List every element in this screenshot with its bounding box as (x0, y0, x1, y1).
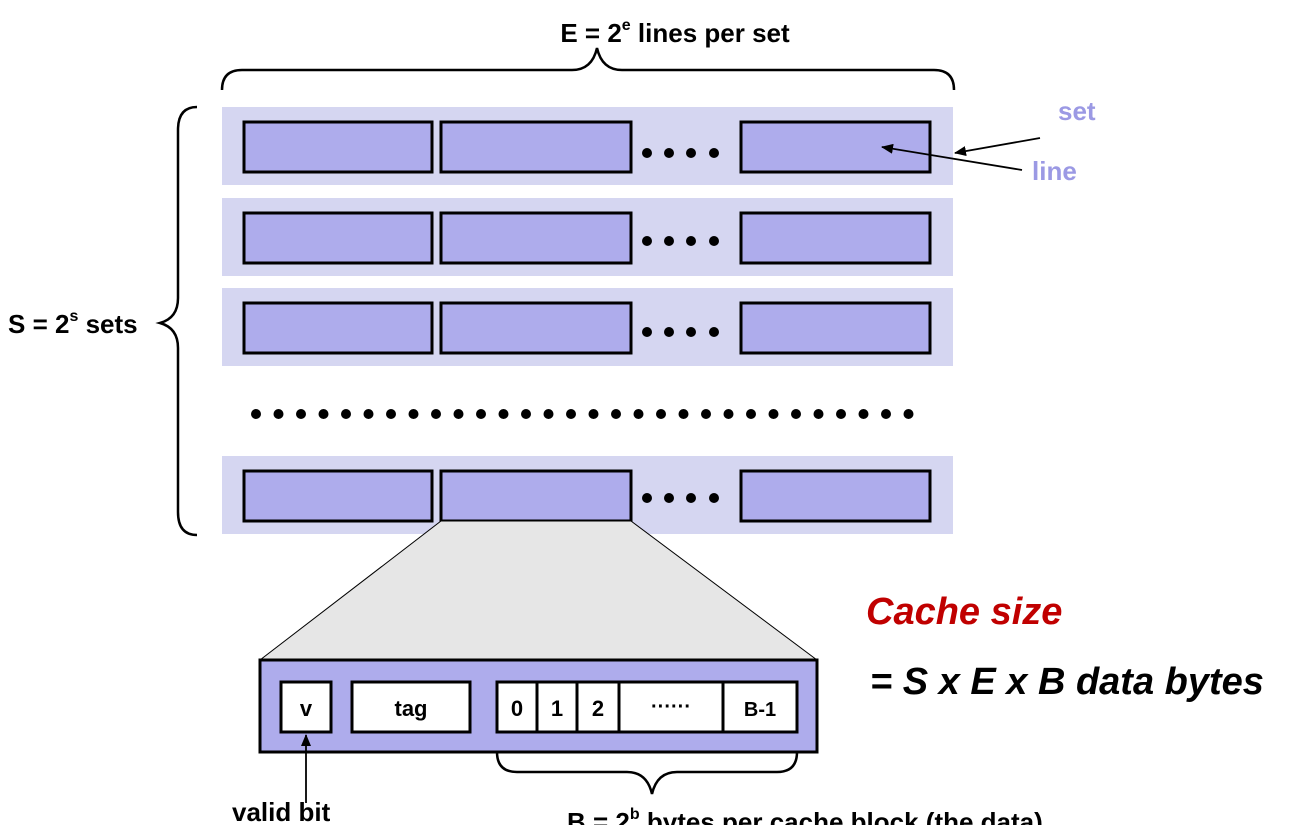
sets-label: S = 2s sets (8, 308, 138, 339)
cache-line-box (242, 301, 434, 355)
ellipsis-dots (642, 148, 719, 158)
zoom-projection (258, 520, 819, 661)
cache-line-box (739, 469, 932, 523)
cache-line-box (242, 120, 434, 174)
set-arrow (954, 137, 1041, 157)
byte-cell: 1 (551, 696, 563, 721)
ellipsis-dot (678, 409, 689, 419)
ellipsis-dot (273, 409, 284, 419)
cache-line-box (739, 120, 932, 174)
lines-per-set-label: E = 2e lines per set (560, 17, 790, 48)
ellipsis-dot (566, 409, 576, 419)
ellipsis-dot (768, 409, 779, 419)
ellipsis-dot (408, 409, 419, 419)
set-row (222, 107, 953, 185)
cache-line-box (439, 301, 633, 355)
byte-ellipsis: ······ (651, 696, 691, 718)
set-row (222, 198, 953, 276)
tag-cell (350, 680, 472, 734)
data-block (495, 680, 799, 734)
ellipsis-dot (341, 409, 351, 419)
ellipsis-dot (858, 409, 869, 419)
ellipsis-dot (836, 409, 846, 419)
ellipsis-dots (642, 327, 719, 337)
ellipsis-dot (656, 409, 666, 419)
ellipsis-dot (431, 409, 441, 419)
ellipsis-dot (318, 409, 329, 419)
valid-bit-cell (279, 680, 333, 734)
lines-brace (220, 47, 956, 91)
byte-cell: B-1 (744, 699, 776, 721)
cache-line-box (439, 211, 633, 265)
cache-size-formula: = S x E x B data bytes (870, 661, 1264, 703)
byte-cell: 2 (592, 696, 604, 721)
valid-bit-text: v (300, 696, 313, 721)
ellipsis-dot (386, 409, 396, 419)
set-label: set (1058, 96, 1096, 126)
cache-line-box (739, 301, 932, 355)
ellipsis-dot (588, 409, 599, 419)
ellipsis-dot (701, 409, 711, 419)
ellipsis-dot (813, 409, 824, 419)
bytes-brace (495, 751, 799, 795)
set-row (222, 288, 953, 366)
ellipsis-dot (296, 409, 306, 419)
line-label: line (1032, 156, 1077, 186)
ellipsis-dot (363, 409, 374, 419)
tag-text: tag (395, 696, 428, 721)
cache-size-title: Cache size (866, 591, 1062, 633)
bytes-per-block-label: B = 2b bytes per cache block (the data) (567, 806, 1043, 825)
ellipsis-dot (521, 409, 531, 419)
sets-ellipsis-dots (251, 409, 914, 419)
ellipsis-dot (611, 409, 621, 419)
ellipsis-dot (746, 409, 756, 419)
ellipsis-dot (633, 409, 644, 419)
ellipsis-dot (251, 409, 261, 419)
ellipsis-dot (476, 409, 486, 419)
valid-bit-label: valid bit (232, 797, 331, 825)
line-arrow (881, 143, 1023, 171)
expanded-cache-line: v tag 0 1 2 ······ B-1 (258, 658, 819, 754)
ellipsis-dot (903, 409, 914, 419)
sets-brace (155, 105, 198, 537)
byte-cell: 0 (511, 696, 523, 721)
ellipsis-dot (723, 409, 734, 419)
ellipsis-dot (881, 409, 891, 419)
ellipsis-dot (498, 409, 509, 419)
ellipsis-dots (642, 493, 719, 503)
ellipsis-dot (543, 409, 554, 419)
cache-line-box (242, 469, 434, 523)
cache-line-box (439, 120, 633, 174)
cache-line-box (242, 211, 434, 265)
ellipsis-dots (642, 236, 719, 246)
cache-line-box (439, 469, 633, 523)
ellipsis-dot (453, 409, 464, 419)
cache-line-box (739, 211, 932, 265)
ellipsis-dot (791, 409, 801, 419)
